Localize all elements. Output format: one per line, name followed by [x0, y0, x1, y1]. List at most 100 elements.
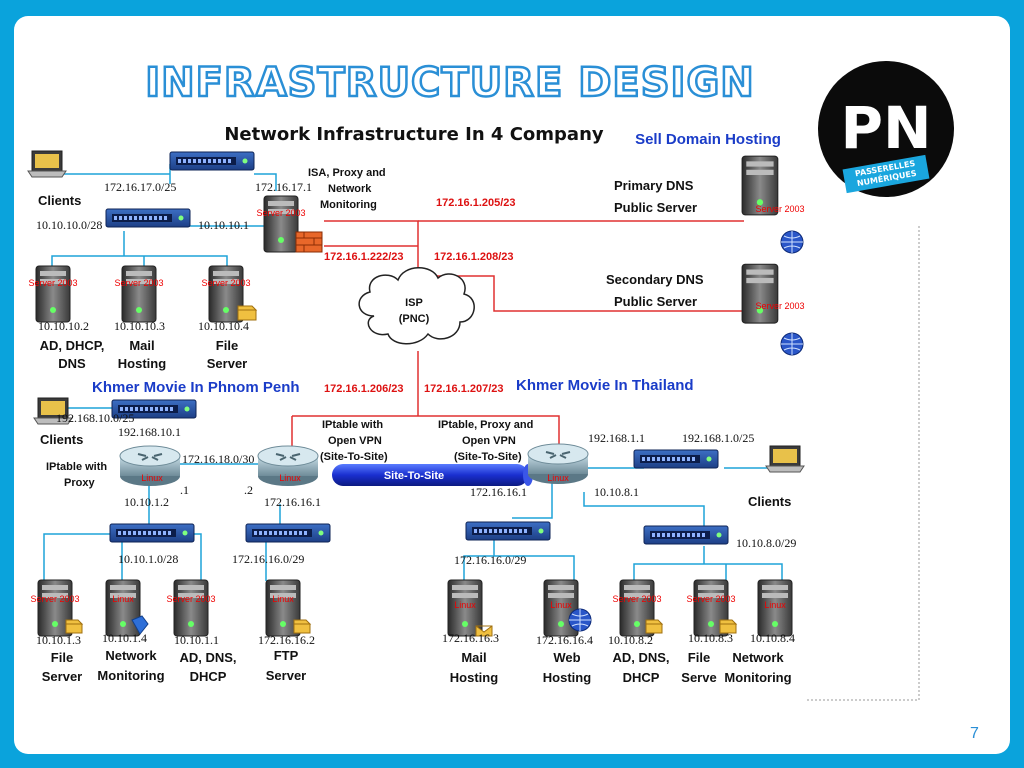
globe-icon: [780, 230, 804, 254]
left-server-1-ip: 10.10.1.3: [36, 633, 81, 647]
right-server-3-role-2: DHCP: [623, 670, 660, 685]
server-os-label: Linux: [454, 600, 476, 610]
left-server-2-role-2: Monitoring: [97, 668, 164, 683]
left-dot-1: .1: [180, 483, 189, 497]
right-server-5: Linux: [757, 579, 793, 637]
left-dot-2: .2: [244, 483, 253, 497]
left-ip-10-1-2: 10.10.1.2: [124, 495, 169, 509]
server-os-label: Server 2003: [686, 594, 735, 604]
server-os-label: Server 2003: [755, 301, 804, 311]
server-os-label: Linux: [112, 594, 134, 604]
left-server-2: Linux: [105, 579, 149, 637]
top-ip-10-1: 10.10.10.1: [198, 218, 249, 232]
link-207: 172.16.1.207/23: [424, 383, 504, 395]
switch-icon: [109, 523, 195, 543]
primary-dns-line-1: Primary DNS: [614, 178, 694, 193]
page-number: 7: [970, 725, 979, 742]
left-proxy-router: Linux: [119, 445, 181, 487]
top-server-1: Server 2003: [28, 265, 78, 323]
top-net-10: 10.10.10.0/28: [36, 218, 102, 232]
left-vpn-line-3: (Site-To-Site): [320, 451, 388, 463]
right-net-16: 172.16.16.0/29: [454, 553, 526, 567]
pn-logo: PN PASSERELLES NUMÉRIQUES: [818, 61, 954, 197]
top-server-3-ip: 10.10.10.4: [198, 319, 249, 333]
isp-line-2: (PNC): [399, 313, 430, 325]
left-server-4-ip: 172.16.16.2: [258, 633, 315, 647]
top-server-1-ip: 10.10.10.2: [38, 319, 89, 333]
switch-icon: [643, 525, 729, 545]
slide: INFRASTRUCTURE DESIGN Network Infrastruc…: [14, 16, 1010, 754]
right-server-1-ip: 172.16.16.3: [442, 631, 499, 645]
left-link-net: 172.16.18.0/30: [182, 452, 254, 466]
left-vpn-router: Linux: [257, 445, 319, 487]
left-server-1-role-1: File: [51, 650, 73, 665]
left-ip-192-1: 192.168.10.1: [118, 425, 181, 439]
network-diagram: INFRASTRUCTURE DESIGN Network Infrastruc…: [27, 59, 979, 742]
right-server-4: Server 2003: [686, 579, 738, 637]
router-os-label: Linux: [547, 473, 569, 483]
left-ip-16-1: 172.16.16.1: [264, 495, 321, 509]
sell-domain-label: Sell Domain Hosting: [635, 131, 781, 148]
right-server-1: Linux: [447, 579, 493, 637]
server-os-label: Server 2003: [28, 278, 77, 288]
left-vpn-line-1: IPtable with: [322, 419, 383, 431]
isp-line-1: ISP: [405, 297, 423, 309]
switch-icon: [105, 208, 191, 228]
left-server-3-role-2: DHCP: [190, 669, 227, 684]
left-clients-label: Clients: [40, 432, 83, 447]
isa-line-1: ISA, Proxy and: [308, 167, 386, 179]
right-vpn-line-2: Open VPN: [462, 435, 516, 447]
left-server-4-role-1: FTP: [274, 648, 299, 663]
top-server-1-role-2: DNS: [58, 356, 86, 371]
right-server-3: Server 2003: [612, 579, 664, 637]
top-server-3: Server 2003: [201, 265, 258, 323]
top-server-3-role-1: File: [216, 338, 238, 353]
right-vpn-line-3: (Site-To-Site): [454, 451, 522, 463]
top-server-3-role-2: Server: [207, 356, 247, 371]
left-server-3-role-1: AD, DNS,: [179, 650, 236, 665]
right-ip-8-1: 10.10.8.1: [594, 485, 639, 499]
left-server-3-ip: 10.10.1.1: [174, 633, 219, 647]
right-clients-label: Clients: [748, 494, 791, 509]
right-server-1-role-1: Mail: [461, 650, 486, 665]
right-server-3-role-1: AD, DNS,: [612, 650, 669, 665]
secondary-dns-line-2: Public Server: [614, 294, 697, 309]
router-os-label: Linux: [279, 473, 301, 483]
right-server-5-ip: 10.10.8.4: [750, 631, 795, 645]
right-net-8: 10.10.8.0/29: [736, 536, 796, 550]
left-server-2-ip: 10.10.1.4: [102, 631, 147, 645]
switch-icon: [633, 449, 719, 469]
switch-icon: [465, 521, 551, 541]
link-222: 172.16.1.222/23: [324, 251, 404, 263]
left-server-1-role-2: Server: [42, 669, 82, 684]
right-server-1-role-2: Hosting: [450, 670, 498, 685]
site-thailand: Khmer Movie In Thailand: [516, 377, 694, 394]
page-title: INFRASTRUCTURE DESIGN: [145, 60, 755, 106]
right-ip-16-1: 172.16.16.1: [470, 485, 527, 499]
primary-dns-server: Server 2003: [741, 155, 805, 254]
right-server-5-role-1: Network: [732, 650, 784, 665]
switch-icon: [169, 151, 255, 171]
right-server-2-ip: 172.16.16.4: [536, 633, 593, 647]
right-server-4-role-2: Serve: [681, 670, 716, 685]
isa-line-3: Monitoring: [320, 199, 377, 211]
right-server-2: Linux: [543, 579, 592, 637]
link-208: 172.16.1.208/23: [434, 251, 514, 263]
server-os-label: Server 2003: [612, 594, 661, 604]
top-server-2-role-2: Hosting: [118, 356, 166, 371]
isa-server: Server 2003: [256, 195, 323, 253]
server-os-label: Linux: [764, 600, 786, 610]
site-to-site-tunnel: Site-To-Site: [332, 464, 533, 486]
logo-initials: PN: [840, 94, 931, 162]
site-phnom-penh: Khmer Movie In Phnom Penh: [92, 379, 300, 396]
left-switch-net-b: 172.16.16.0/29: [232, 552, 304, 566]
left-server-3: Server 2003: [166, 579, 216, 637]
left-vpn-line-2: Open VPN: [328, 435, 382, 447]
globe-icon: [568, 608, 592, 632]
right-server-4-role-1: File: [688, 650, 710, 665]
router-os-label: Linux: [141, 473, 163, 483]
left-iptable-proxy-2: Proxy: [64, 477, 95, 489]
top-server-2: Server 2003: [114, 265, 164, 323]
top-ip-17-1: 172.16.17.1: [255, 180, 312, 194]
left-server-2-role-1: Network: [105, 648, 157, 663]
